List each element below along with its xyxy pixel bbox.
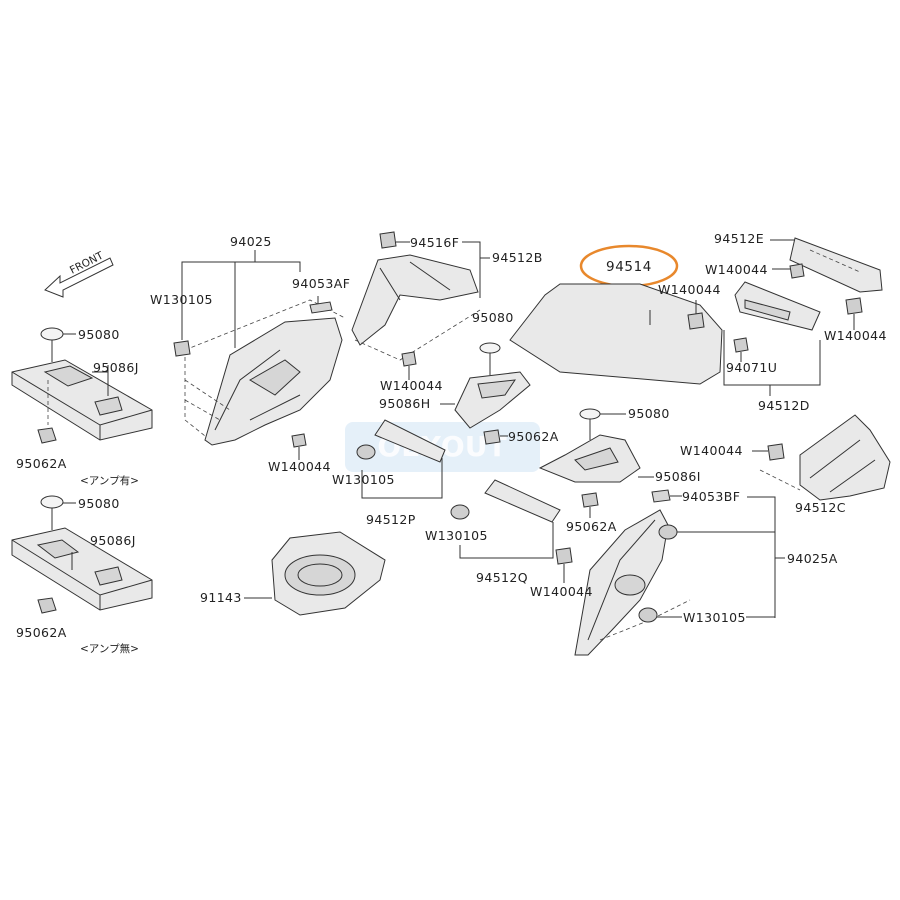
- part-label-95080: 95080: [78, 496, 120, 511]
- bracket-95086I: [538, 434, 641, 483]
- part-label-94512E: 94512E: [714, 231, 764, 246]
- part-label-95062A: 95062A: [16, 456, 67, 471]
- trunk-floor-mat-94514: [509, 283, 723, 385]
- part-label-W140044: W140044: [824, 328, 887, 343]
- upper-trim-94512B: [351, 254, 481, 361]
- part-label-94514: 94514: [606, 259, 652, 275]
- trim-94512D: [734, 281, 821, 331]
- part-label-W140044: W140044: [658, 282, 721, 297]
- bracket-94512P: [374, 419, 446, 463]
- part-label-95086J: 95086J: [93, 360, 139, 375]
- trim-94512E: [789, 237, 883, 293]
- part-label-94516F: 94516F: [410, 235, 459, 250]
- part-label-95080: 95080: [628, 406, 670, 421]
- part-label-95062A: 95062A: [16, 625, 67, 640]
- amp-with-assembly: [11, 327, 153, 444]
- part-label-W140044: W140044: [680, 443, 743, 458]
- front-arrow-icon: [44, 257, 114, 298]
- part-label-W140044: W140044: [380, 378, 443, 393]
- bracket-95086H: [454, 371, 531, 429]
- part-label-W130105: W130105: [332, 472, 395, 487]
- part-label-W130105: W130105: [683, 610, 746, 625]
- part-label-94025A: 94025A: [787, 551, 838, 566]
- part-label-94053BF: 94053BF: [682, 489, 740, 504]
- part-label-94512P: 94512P: [366, 512, 416, 527]
- part-label-95086I: 95086I: [655, 469, 701, 484]
- part-label-95080: 95080: [78, 327, 120, 342]
- part-label-W130105: W130105: [150, 292, 213, 307]
- note-amp-with: <アンプ有>: [80, 474, 139, 487]
- part-label-94512B: 94512B: [492, 250, 543, 265]
- part-label-94025: 94025: [230, 234, 272, 249]
- left-quarter-trim: [173, 299, 346, 446]
- part-label-94512D: 94512D: [758, 398, 810, 413]
- part-label-95062A: 95062A: [566, 519, 617, 534]
- part-label-W140044: W140044: [268, 459, 331, 474]
- part-label-95080: 95080: [472, 310, 514, 325]
- part-label-94512Q: 94512Q: [476, 570, 528, 585]
- part-label-95062A: 95062A: [508, 429, 559, 444]
- part-label-94071U: 94071U: [726, 360, 777, 375]
- part-label-94053AF: 94053AF: [292, 276, 350, 291]
- part-label-95086J: 95086J: [90, 533, 136, 548]
- part-label-94512C: 94512C: [795, 500, 846, 515]
- spare-tire-tray-91143: [271, 531, 386, 616]
- right-quarter-trim-94025A: [574, 509, 691, 656]
- part-label-91143: 91143: [200, 590, 242, 605]
- part-label-W130105: W130105: [425, 528, 488, 543]
- note-amp-without: <アンプ無>: [80, 642, 139, 655]
- part-label-95086H: 95086H: [379, 396, 431, 411]
- part-label-W140044: W140044: [705, 262, 768, 277]
- part-label-W140044: W140044: [530, 584, 593, 599]
- bracket-94512Q: [484, 479, 561, 523]
- trim-94512C: [759, 414, 891, 501]
- amp-without-assembly: [11, 495, 153, 614]
